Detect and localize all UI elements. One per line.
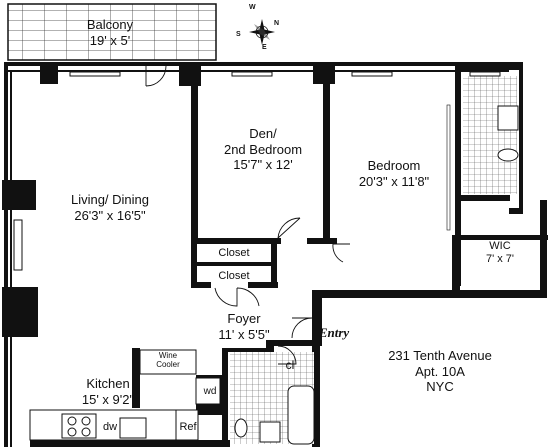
closet-2-label: Closet [218, 270, 250, 282]
balcony-floor [7, 3, 217, 61]
closet-1-label: Closet [218, 247, 250, 259]
washer-dryer-label: wd [203, 386, 217, 397]
foyer-name: Foyer [227, 311, 261, 326]
balcony-name: Balcony [86, 17, 134, 32]
toilet-lower [234, 418, 248, 438]
wine-cooler-label: Wine Cooler [143, 351, 193, 369]
foyer-size: 11' x 5'5" [218, 326, 270, 342]
bath-glass-divider [446, 104, 451, 231]
kitchen-size: 15' x 9'2" [81, 391, 135, 407]
den-label: Den/ 2nd Bedroom 15'7" x 12' [206, 126, 320, 173]
den-name-line1: Den/ [249, 126, 277, 141]
stove-burners [67, 416, 91, 437]
den-size: 15'7" x 12' [233, 157, 293, 173]
top-windows [69, 71, 501, 77]
address-city: NYC [426, 379, 454, 395]
address-unit: Apt. 10A [415, 363, 465, 379]
bathtub [287, 385, 315, 445]
refrigerator-label: Ref [179, 421, 197, 433]
bedroom-size: 20'3" x 11'8" [358, 173, 430, 189]
living-label: Living/ Dining 26'3" x 16'5" [50, 192, 170, 223]
living-window [13, 219, 23, 271]
bath-sink-upper [497, 105, 519, 131]
kitchen-label: Kitchen 15' x 9'2" [60, 376, 156, 407]
bedroom-name: Bedroom [367, 158, 421, 173]
bath-tile-upper [463, 76, 517, 194]
foyer-label: Foyer 11' x 5'5" [196, 311, 292, 342]
wine-line1: Wine [158, 351, 178, 360]
compass-rose [249, 19, 275, 45]
address-block: 231 Tenth Avenue Apt. 10A NYC [370, 348, 510, 395]
living-size: 26'3" x 16'5" [74, 207, 146, 223]
wine-line2: Cooler [156, 360, 180, 370]
toilet-upper [497, 148, 519, 162]
compass-n: N [274, 20, 280, 27]
kitchen-bottom-wall [30, 440, 230, 447]
den-name-line2: 2nd Bedroom [223, 141, 303, 157]
balcony-label: Balcony 19' x 5' [60, 17, 160, 48]
entry-label: Entry [318, 325, 350, 340]
door-swings [145, 65, 350, 365]
balcony-size: 19' x 5' [89, 32, 131, 48]
dishwasher-label: dw [102, 421, 118, 433]
wic-size: 7' x 7' [485, 253, 515, 266]
wic-name: WIC [489, 240, 511, 252]
bath-sink-lower [259, 421, 281, 443]
kitchen-name: Kitchen [86, 376, 130, 391]
compass-s: S [236, 31, 241, 38]
wic-label: WIC 7' x 7' [470, 240, 530, 266]
bedroom-label: Bedroom 20'3" x 11'8" [334, 158, 454, 189]
cl-label: cl [285, 358, 295, 372]
living-name: Living/ Dining [70, 192, 150, 207]
compass-w: W [249, 4, 256, 11]
address-street: 231 Tenth Avenue [388, 348, 492, 363]
compass-e: E [262, 44, 267, 51]
